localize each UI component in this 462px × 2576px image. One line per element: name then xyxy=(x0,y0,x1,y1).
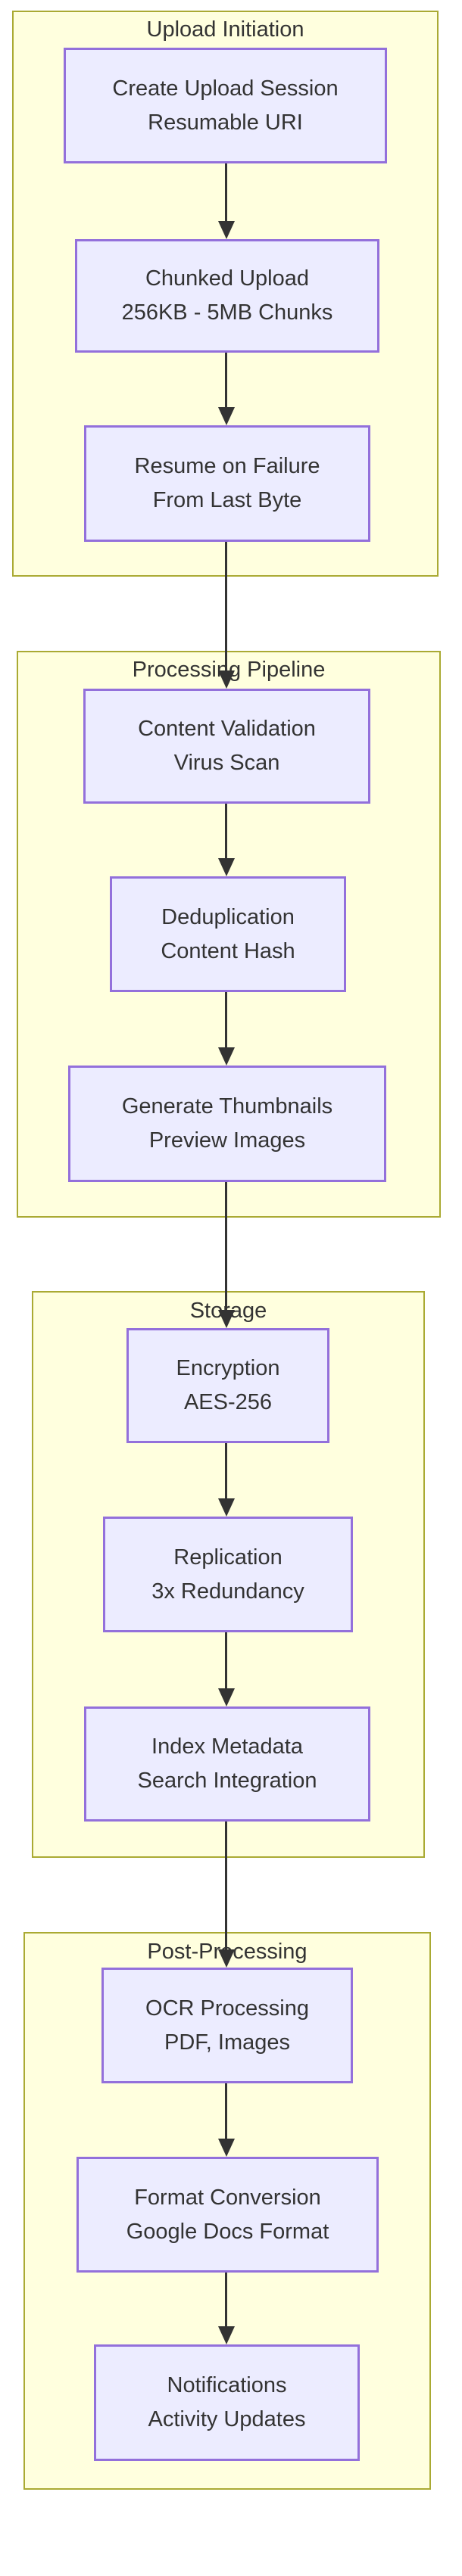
node-deduplication: Deduplication Content Hash xyxy=(110,876,346,992)
arrowhead-icon xyxy=(218,1688,235,1706)
edge-8-line xyxy=(225,1632,227,1693)
node-label-line2: PDF, Images xyxy=(164,2030,290,2055)
node-ocr-processing: OCR Processing PDF, Images xyxy=(101,1968,353,2083)
node-label-line1: Index Metadata xyxy=(151,1734,303,1759)
node-label-line1: Generate Thumbnails xyxy=(121,1094,333,1118)
edge-2-line xyxy=(225,353,227,412)
node-resume-on-failure: Resume on Failure From Last Byte xyxy=(84,425,370,542)
edge-4-line xyxy=(225,804,227,863)
edge-6-line xyxy=(225,1182,227,1314)
arrowhead-icon xyxy=(218,1498,235,1517)
node-label-line2: AES-256 xyxy=(183,1390,273,1414)
node-replication: Replication 3x Redundancy xyxy=(103,1517,353,1632)
node-label-line2: Google Docs Format xyxy=(126,2219,329,2244)
node-label-line2: From Last Byte xyxy=(152,488,302,512)
node-label-line1: Replication xyxy=(173,1545,283,1570)
arrowhead-icon xyxy=(218,407,235,425)
node-label-line1: Chunked Upload xyxy=(145,266,310,291)
arrowhead-icon xyxy=(218,221,235,239)
arrowhead-icon xyxy=(218,2139,235,2157)
node-create-upload-session: Create Upload Session Resumable URI xyxy=(64,48,387,163)
edge-9-line xyxy=(225,1822,227,1954)
node-label-line1: Resume on Failure xyxy=(134,454,320,478)
node-content-validation: Content Validation Virus Scan xyxy=(83,689,370,804)
edge-11-line xyxy=(225,2273,227,2331)
node-notifications: Notifications Activity Updates xyxy=(94,2344,360,2461)
edge-3-line xyxy=(225,542,227,675)
edge-1-line xyxy=(225,163,227,226)
node-label-line2: Content Hash xyxy=(161,938,295,963)
subgraph-title-upload-initiation: Upload Initiation xyxy=(146,17,304,42)
node-label-line1: Deduplication xyxy=(161,904,295,929)
node-label-line1: Create Upload Session xyxy=(112,76,339,101)
node-label-line2: 3x Redundancy xyxy=(151,1579,304,1604)
node-label-line2: Activity Updates xyxy=(148,2407,306,2431)
arrowhead-icon xyxy=(218,1310,235,1328)
node-label-line2: Resumable URI xyxy=(148,110,303,135)
edge-7-line xyxy=(225,1443,227,1503)
node-generate-thumbnails: Generate Thumbnails Preview Images xyxy=(68,1066,386,1182)
node-label-line1: Format Conversion xyxy=(134,2185,321,2210)
arrowhead-icon xyxy=(218,1949,235,1968)
node-label-line1: Content Validation xyxy=(138,717,316,741)
node-label-line1: Encryption xyxy=(176,1356,280,1380)
node-chunked-upload: Chunked Upload 256KB - 5MB Chunks xyxy=(75,239,379,353)
edge-10-line xyxy=(225,2083,227,2143)
node-index-metadata: Index Metadata Search Integration xyxy=(84,1706,370,1822)
arrowhead-icon xyxy=(218,2326,235,2344)
edge-5-line xyxy=(225,992,227,1052)
node-encryption: Encryption AES-256 xyxy=(126,1328,329,1443)
node-label-line2: Virus Scan xyxy=(173,751,280,775)
node-format-conversion: Format Conversion Google Docs Format xyxy=(76,2157,379,2273)
node-label-line2: 256KB - 5MB Chunks xyxy=(121,300,333,325)
node-label-line2: Search Integration xyxy=(137,1769,317,1793)
node-label-line2: Preview Images xyxy=(148,1128,306,1153)
arrowhead-icon xyxy=(218,858,235,876)
arrowhead-icon xyxy=(218,1047,235,1066)
node-label-line1: Notifications xyxy=(167,2373,287,2397)
arrowhead-icon xyxy=(218,670,235,689)
node-label-line1: OCR Processing xyxy=(145,1996,309,2021)
